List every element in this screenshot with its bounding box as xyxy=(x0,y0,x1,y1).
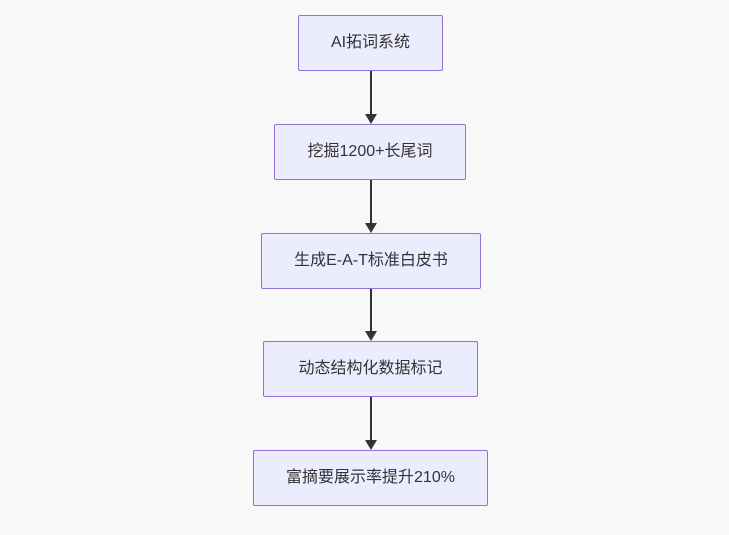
flow-node-ai-word-system: AI拓词系统 xyxy=(298,15,443,71)
flow-edge-4-5 xyxy=(364,397,377,450)
flow-edge-1-2 xyxy=(364,71,377,124)
flow-node-label: 生成E-A-T标准白皮书 xyxy=(294,252,448,270)
flow-edge-2-3 xyxy=(364,180,377,233)
edge-line xyxy=(369,289,372,332)
edge-line xyxy=(369,397,372,441)
arrowhead-down-icon xyxy=(364,331,377,341)
flow-node-label: 富摘要展示率提升210% xyxy=(286,469,455,487)
flow-node-label: 动态结构化数据标记 xyxy=(298,360,443,378)
flow-node-structured-data: 动态结构化数据标记 xyxy=(263,341,478,397)
flow-node-eat-whitepaper: 生成E-A-T标准白皮书 xyxy=(261,233,481,289)
arrowhead-down-icon xyxy=(364,223,377,233)
edge-line xyxy=(369,180,372,224)
flow-node-label: AI拓词系统 xyxy=(330,34,411,52)
flow-edge-3-4 xyxy=(364,289,377,341)
edge-line xyxy=(369,71,372,115)
flow-node-label: 挖掘1200+长尾词 xyxy=(307,143,433,161)
arrowhead-down-icon xyxy=(364,440,377,450)
flow-node-longtail-mining: 挖掘1200+长尾词 xyxy=(274,124,466,180)
flow-node-rich-snippet-result: 富摘要展示率提升210% xyxy=(253,450,488,506)
arrowhead-down-icon xyxy=(364,114,377,124)
